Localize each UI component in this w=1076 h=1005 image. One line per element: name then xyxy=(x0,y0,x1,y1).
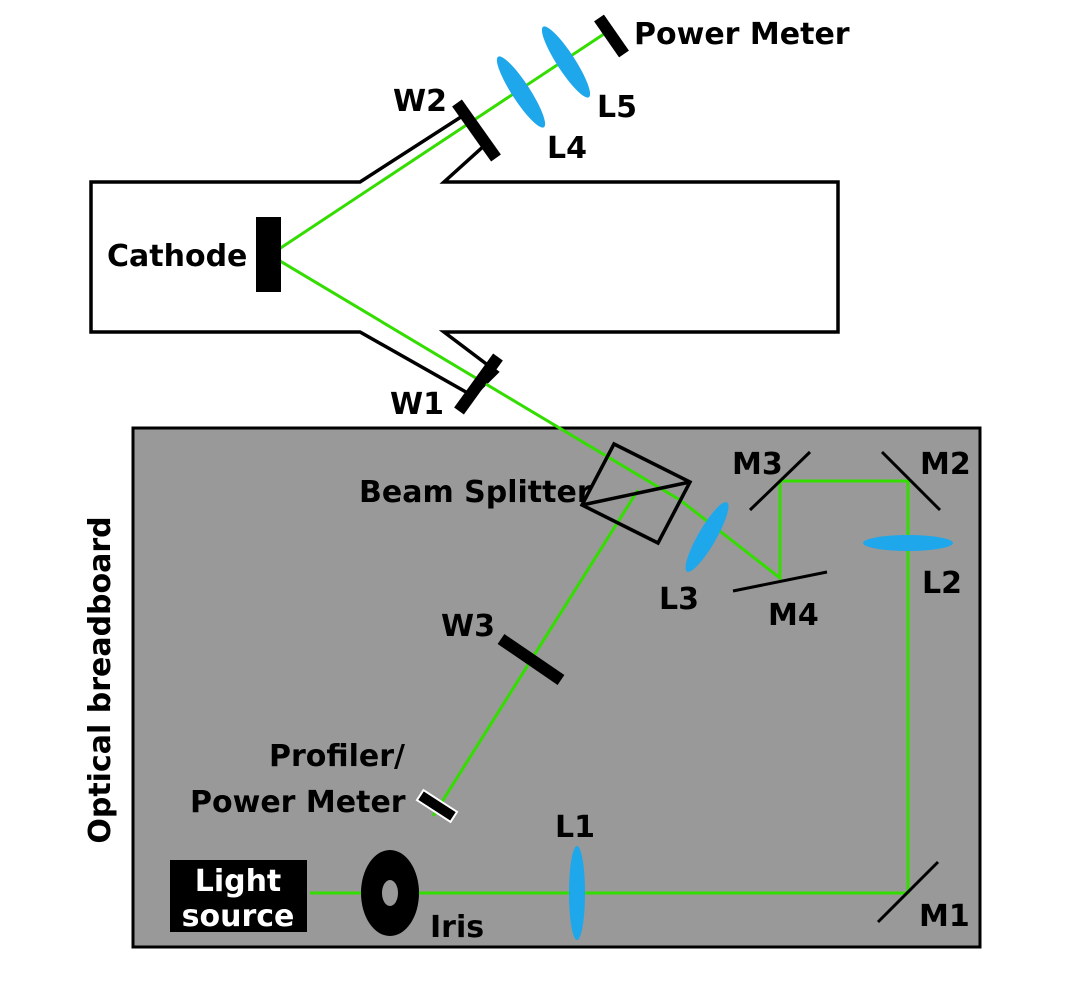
label-beam-splitter: Beam Splitter xyxy=(359,475,592,510)
window-w1 xyxy=(454,353,503,415)
label-iris: Iris xyxy=(430,910,484,945)
label-l4: L4 xyxy=(547,131,587,166)
label-power-meter-top: Power Meter xyxy=(634,17,850,52)
light-source xyxy=(170,860,307,932)
iris-icon xyxy=(361,850,419,936)
label-optical-breadboard: Optical breadboard xyxy=(83,516,118,843)
label-m4: M4 xyxy=(768,598,819,633)
laser-beam-reflected xyxy=(431,489,640,817)
label-light-source-line2: source xyxy=(182,899,295,934)
label-w2: W2 xyxy=(393,84,447,119)
window-w3 xyxy=(497,634,565,685)
label-cathode: Cathode xyxy=(107,239,247,274)
mirror-m3 xyxy=(748,450,812,512)
label-m1: M1 xyxy=(919,899,970,934)
mirror-m4 xyxy=(732,570,828,593)
label-w1: W1 xyxy=(390,387,444,422)
lens-l1 xyxy=(569,846,585,940)
label-m3: M3 xyxy=(732,447,783,482)
label-profiler-line2: Power Meter xyxy=(190,785,406,820)
power-meter-top xyxy=(594,14,629,58)
window-w2 xyxy=(452,99,501,162)
label-l2: L2 xyxy=(922,566,962,601)
label-l5: L5 xyxy=(597,90,637,125)
cathode xyxy=(256,217,281,292)
label-l3: L3 xyxy=(659,582,699,617)
lens-l2 xyxy=(863,535,953,551)
label-m2: M2 xyxy=(920,447,971,482)
beam-splitter-cube-icon xyxy=(579,441,693,546)
mirror-m2 xyxy=(880,450,942,512)
mirror-m1 xyxy=(876,860,940,924)
lens-l3 xyxy=(685,502,729,572)
lens-l4 xyxy=(496,56,546,128)
label-profiler-line1: Profiler/ xyxy=(269,739,405,774)
label-light-source-line1: Light xyxy=(195,864,282,899)
label-w3: W3 xyxy=(441,609,495,644)
profiler-power-meter xyxy=(415,788,459,824)
laser-beam xyxy=(267,28,910,895)
label-l1: L1 xyxy=(555,810,595,845)
lens-l5 xyxy=(541,26,591,98)
